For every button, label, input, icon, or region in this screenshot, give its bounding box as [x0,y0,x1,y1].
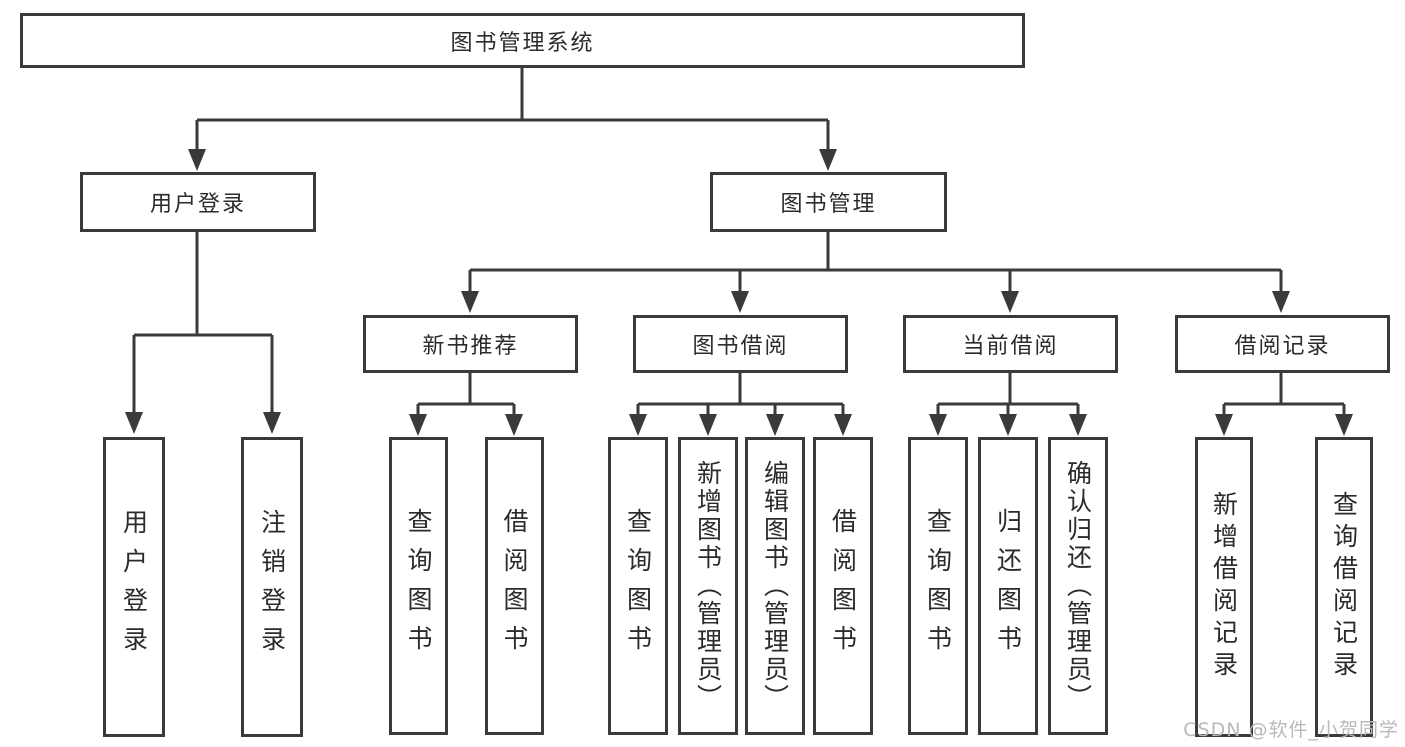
node-book-borrowing: 图书借阅 [633,315,848,373]
node-label: 图书借阅 [692,334,789,359]
node-current-borrowing: 当前借阅 [903,315,1118,373]
node-label: 查询图书 [623,508,653,664]
connector-user-login-to-leaves [125,230,281,434]
leaf-add-books-admin: 新增图书（管理员） [678,437,738,735]
leaf-borrow-books-rec: 借阅图书 [485,437,544,735]
node-label: 查询借阅记录 [1329,491,1359,683]
node-label: 查询图书 [923,508,953,664]
node-label: 新增图书（管理员） [693,460,723,712]
connector-new-book-rec-to-leaves [409,370,523,436]
node-label: 确认归还（管理员） [1063,460,1093,712]
leaf-logout: 注销登录 [241,437,303,737]
node-label: 新书推荐 [422,334,519,359]
leaf-add-borrow-record: 新增借阅记录 [1195,437,1253,737]
node-label: 查询图书 [404,508,433,664]
node-label: 借阅图书 [828,508,858,664]
leaf-query-borrow-record: 查询借阅记录 [1315,437,1373,737]
node-label: 图书管理 [780,192,877,217]
leaf-user-login: 用户登录 [103,437,165,737]
node-label: 用户登录 [119,509,149,665]
leaf-query-books-borrow: 查询图书 [608,437,668,735]
leaf-edit-books-admin: 编辑图书（管理员） [745,437,805,735]
connector-current-borrow-to-leaves [929,370,1087,436]
node-label: 编辑图书（管理员） [760,460,790,712]
node-label: 图书管理系统 [450,30,595,56]
leaf-query-books-rec: 查询图书 [389,437,448,735]
node-borrowing-records: 借阅记录 [1175,315,1390,373]
node-label: 借阅记录 [1234,334,1331,359]
connector-root-to-level2 [188,66,837,171]
node-root-library-management-system: 图书管理系统 [20,13,1025,68]
node-label: 借阅图书 [500,508,529,664]
node-label: 注销登录 [257,509,287,665]
node-label: 当前借阅 [962,334,1059,359]
node-label: 新增借阅记录 [1209,491,1239,683]
node-label: 归还图书 [993,508,1023,664]
leaf-borrow-books: 借阅图书 [813,437,873,735]
node-new-book-recommendation: 新书推荐 [363,315,578,373]
leaf-return-books: 归还图书 [978,437,1038,735]
connector-book-borrow-to-leaves [629,370,852,436]
leaf-query-books-current: 查询图书 [908,437,968,735]
csdn-watermark: CSDN @软件_小贺同学 [1183,719,1399,741]
node-book-management: 图书管理 [710,172,947,232]
connector-borrow-records-to-leaves [1215,370,1353,436]
node-label: 用户登录 [149,192,246,217]
node-user-login: 用户登录 [80,172,316,232]
leaf-confirm-return-admin: 确认归还（管理员） [1048,437,1108,735]
connector-book-mgmt-to-level3 [461,230,1290,313]
